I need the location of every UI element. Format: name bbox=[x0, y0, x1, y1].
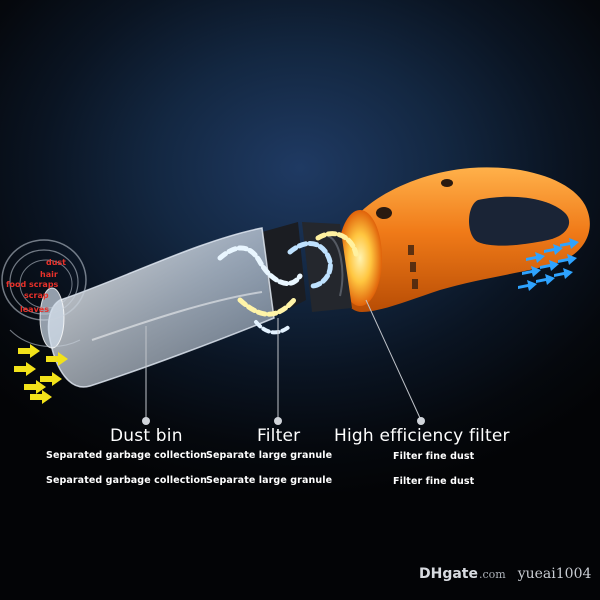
callout-dots bbox=[142, 417, 425, 425]
filter-desc-2: Separate large granule bbox=[206, 475, 333, 486]
callout-lines bbox=[145, 299, 421, 419]
intake-arrows bbox=[14, 344, 68, 404]
debris-label-scrap: scrap bbox=[24, 291, 49, 300]
hepa-filter-desc-1: Filter fine dust bbox=[393, 451, 475, 462]
dust-bin-desc-2: Separated garbage collection bbox=[46, 475, 207, 486]
hepa-filter-title: High efficiency filter bbox=[334, 426, 510, 446]
watermark-domain: .com bbox=[479, 568, 506, 581]
exhaust-arrows bbox=[518, 238, 579, 291]
filter-desc-1: Separate large granule bbox=[206, 450, 333, 461]
debris-label-hair: hair bbox=[40, 270, 58, 279]
dust-bin-desc-1: Separated garbage collection bbox=[46, 450, 207, 461]
debris-label-dust: dust bbox=[46, 258, 67, 267]
watermark-brand: DHgate bbox=[419, 566, 478, 582]
hepa-filter-desc-2: Filter fine dust bbox=[393, 476, 475, 487]
vacuum-body bbox=[338, 167, 590, 312]
filter-flow-arrows bbox=[217, 231, 359, 335]
debris-label-leaves: leaves bbox=[20, 305, 49, 314]
debris-label-food-scraps: food scraps bbox=[6, 280, 59, 289]
debris-swirl bbox=[1, 239, 87, 348]
filter-title: Filter bbox=[257, 426, 301, 446]
dust-bin bbox=[39, 227, 275, 388]
watermark-user: yueai1004 bbox=[517, 566, 592, 582]
dust-bin-title: Dust bin bbox=[110, 426, 183, 446]
watermark: DHgate.com yueai1004 bbox=[419, 566, 591, 582]
